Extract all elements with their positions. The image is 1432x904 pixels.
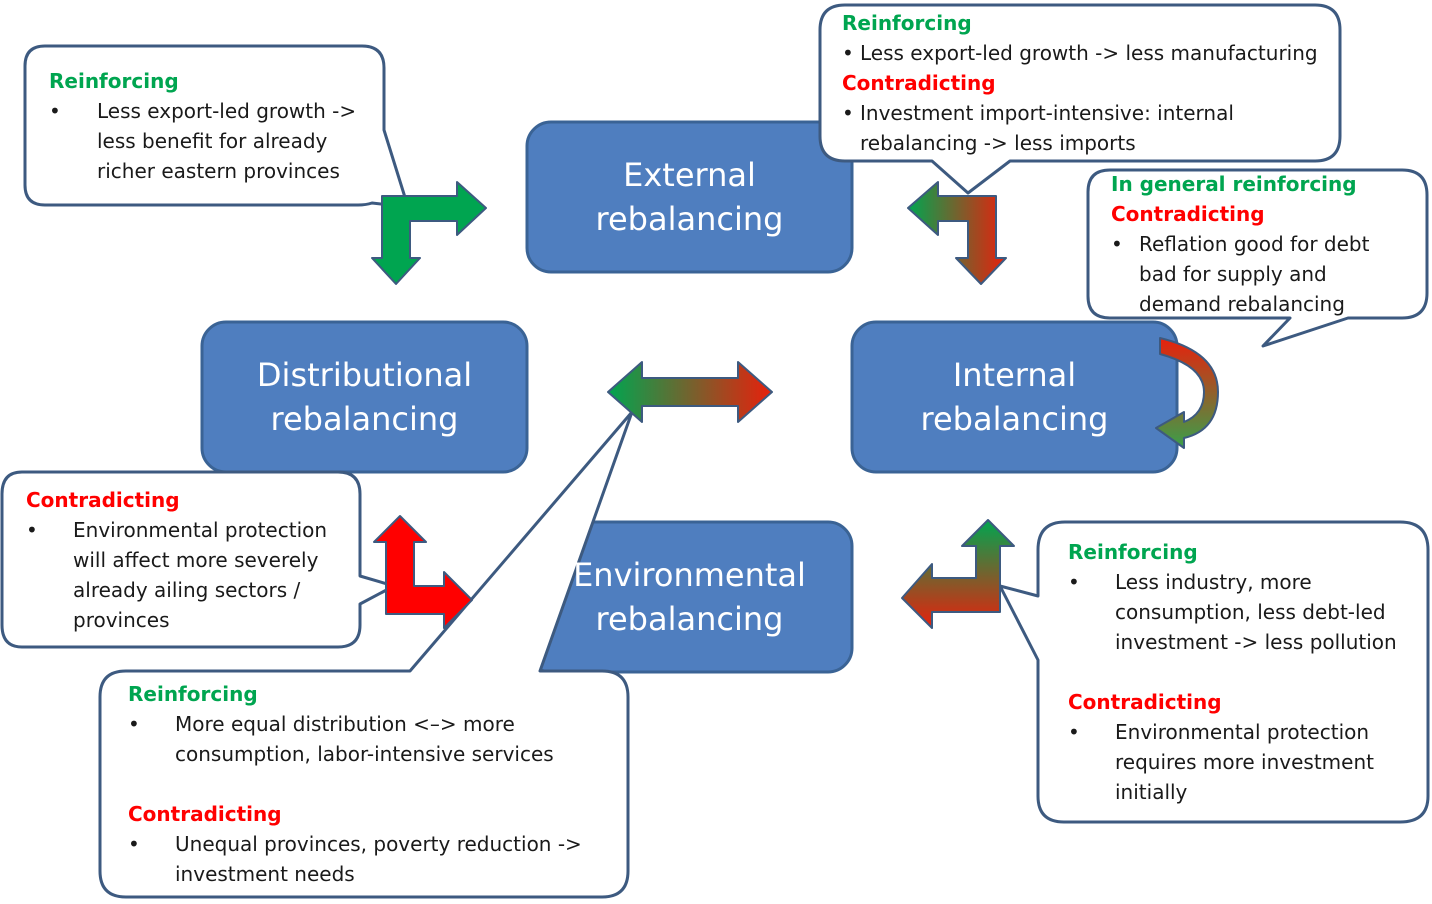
arrow-dist-environmental (373, 515, 473, 629)
external-box-line2: rebalancing (595, 200, 784, 238)
distributional-box-line2: rebalancing (270, 400, 459, 438)
callout-external-internal-reinforcing-heading: Reinforcing (842, 11, 972, 35)
callout-dist-environmental-line: provinces (73, 608, 170, 632)
callout-internal-environmental (998, 520, 1430, 824)
callout-external-internal-reinforcing-line: Less export-led growth -> less manufactu… (860, 41, 1318, 65)
arrow-center-double (607, 361, 773, 423)
bullet-glyph: • (1111, 232, 1123, 256)
external-box-title: External rebalancing (527, 153, 852, 241)
callout-dist-consumption-contradicting-heading: Contradicting (128, 802, 282, 826)
callout-dist-external-heading: Reinforcing (49, 69, 179, 93)
callout-internal-environmental-contradicting-line: initially (1115, 780, 1188, 804)
callout-internal-self (1086, 168, 1429, 348)
distributional-box-line1: Distributional (256, 356, 473, 394)
bullet-glyph: • (26, 518, 38, 542)
bullet-glyph: • (128, 832, 140, 856)
callout-internal-environmental-reinforcing-line: investment -> less pollution (1115, 630, 1397, 654)
box-distributional (200, 320, 529, 474)
callout-dist-consumption-contradicting-line: investment needs (175, 862, 355, 886)
callout-internal-environmental-contradicting-line: Environmental protection (1115, 720, 1370, 744)
callout-internal-self-reinforcing-heading: In general reinforcing (1111, 172, 1357, 196)
callout-dist-external-line: Less export-led growth -> (97, 99, 357, 123)
internal-box-line2: rebalancing (920, 400, 1109, 438)
callout-internal-environmental-contradicting-heading: Contradicting (1068, 690, 1222, 714)
bullet-glyph: • (842, 41, 854, 65)
callout-dist-external (23, 44, 410, 209)
callout-internal-environmental-reinforcing-line: consumption, less debt-led (1115, 600, 1386, 624)
callout-internal-environmental-reinforcing-heading: Reinforcing (1068, 540, 1198, 564)
callout-dist-consumption-reinforcing-line: More equal distribution <–> more (175, 712, 515, 736)
callout-dist-environmental-heading: Contradicting (26, 488, 180, 512)
bullet-glyph: • (1068, 570, 1080, 594)
arrow-internal-environmental (901, 519, 1015, 629)
callout-dist-external-line: less benefit for already (97, 129, 328, 153)
internal-box-line1: Internal (952, 356, 1077, 394)
callout-external-internal-contradicting-line: rebalancing -> less imports (860, 131, 1136, 155)
callout-internal-self-line: Reflation good for debt (1139, 232, 1370, 256)
callout-internal-self-contradicting-heading: Contradicting (1111, 202, 1265, 226)
environmental-box-line1: Environmental (573, 556, 806, 594)
distributional-box-title: Distributional rebalancing (202, 353, 527, 441)
bullet-glyph: • (1068, 720, 1080, 744)
callout-internal-environmental-contradicting-line: requires more investment (1115, 750, 1374, 774)
internal-box-title: Internal rebalancing (852, 353, 1177, 441)
environmental-box-line2: rebalancing (595, 600, 784, 638)
bullet-glyph: • (128, 712, 140, 736)
callout-dist-environmental-line: will affect more severely (73, 548, 319, 572)
arrow-dist-external (371, 181, 487, 285)
callout-dist-consumption-reinforcing-line: consumption, labor-intensive services (175, 742, 554, 766)
callout-internal-environmental-reinforcing-line: Less industry, more (1115, 570, 1312, 594)
callout-internal-self-line: bad for supply and (1139, 262, 1327, 286)
callout-dist-consumption-contradicting-line: Unequal provinces, poverty reduction -> (175, 832, 582, 856)
bullet-glyph: • (842, 101, 854, 125)
bullet-glyph: • (49, 99, 61, 123)
arrow-internal-self-loop (1155, 337, 1219, 449)
external-box-line1: External (623, 156, 756, 194)
arrow-external-internal (907, 181, 1007, 285)
callout-dist-environmental-line: already ailing sectors / (73, 578, 301, 602)
callout-internal-self-line: demand rebalancing (1139, 292, 1345, 316)
callout-dist-consumption-reinforcing-heading: Reinforcing (128, 682, 258, 706)
environmental-box-title: Environmental rebalancing (527, 553, 852, 641)
box-external (525, 120, 854, 274)
callout-external-internal (818, 3, 1342, 195)
callout-external-internal-contradicting-heading: Contradicting (842, 71, 996, 95)
callout-dist-external-line: richer eastern provinces (97, 159, 340, 183)
callout-dist-environmental-line: Environmental protection (73, 518, 328, 542)
callout-external-internal-contradicting-line: Investment import-intensive: internal (860, 101, 1234, 125)
box-internal (850, 320, 1179, 474)
callout-dist-environmental (0, 470, 396, 649)
callout-dist-consumption (98, 410, 634, 899)
